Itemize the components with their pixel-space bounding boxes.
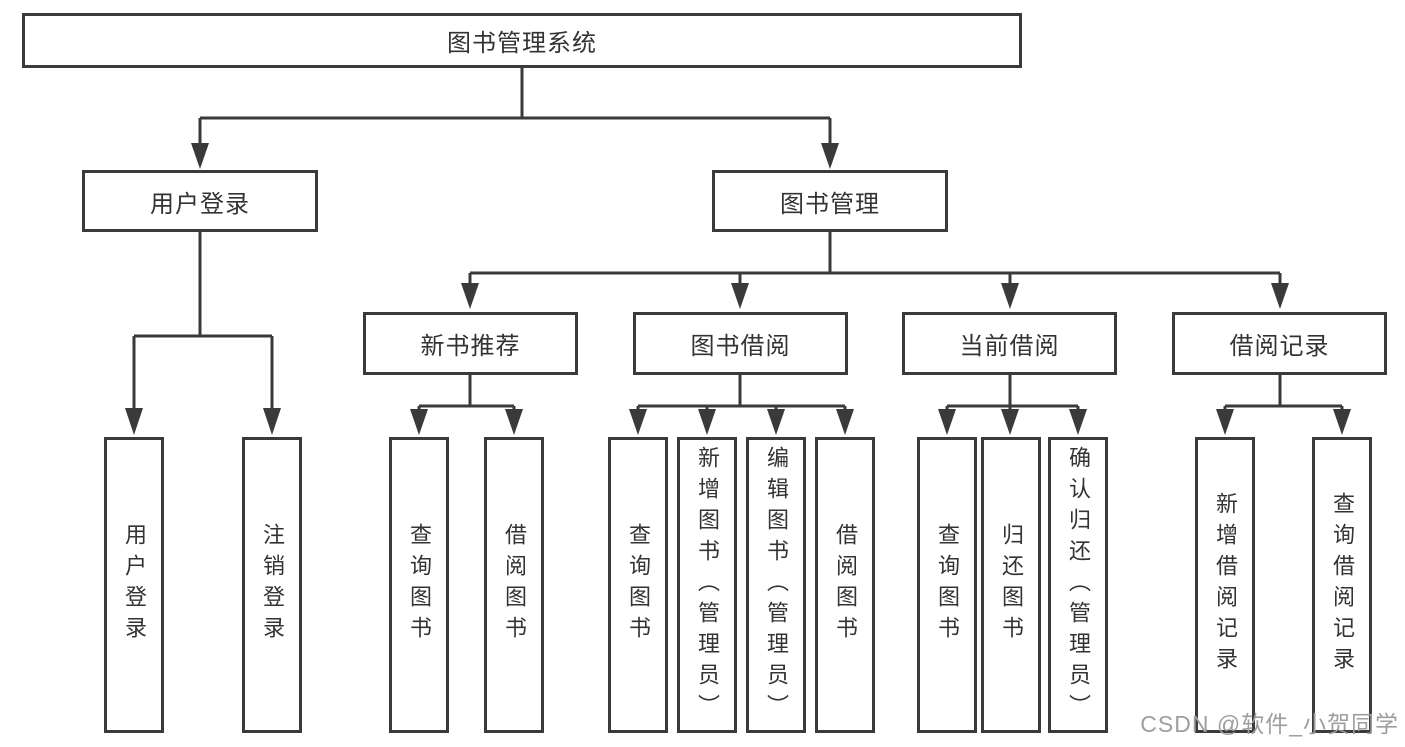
- csdn-watermark: CSDN @软件_小贺同学: [1140, 711, 1399, 737]
- node-current-borrow: 当前借阅: [902, 312, 1117, 375]
- node-root-system: 图书管理系统: [22, 13, 1022, 68]
- connector-book-management: [461, 232, 1289, 309]
- leaf-query-book-current: 查询图书: [917, 437, 977, 733]
- leaf-add-book-admin: 新增图书（管理员）: [677, 437, 737, 733]
- node-book-management: 图书管理: [712, 170, 948, 232]
- connector-current-borrow: [938, 375, 1087, 435]
- leaf-user-login: 用户登录: [104, 437, 164, 733]
- node-borrow-records: 借阅记录: [1172, 312, 1387, 375]
- leaf-confirm-return-admin: 确认归还（管理员）: [1048, 437, 1108, 733]
- connector-new-book-recommend: [410, 375, 523, 435]
- leaf-query-book-recommend: 查询图书: [389, 437, 449, 733]
- leaf-logout-login: 注销登录: [242, 437, 302, 733]
- leaf-add-borrow-record: 新增借阅记录: [1195, 437, 1255, 733]
- leaf-borrow-book-recommend: 借阅图书: [484, 437, 544, 733]
- leaf-borrow-book: 借阅图书: [815, 437, 875, 733]
- connector-borrow-records: [1216, 375, 1351, 435]
- connector-user-login: [125, 232, 281, 435]
- node-user-login: 用户登录: [82, 170, 318, 232]
- leaf-edit-book-admin: 编辑图书（管理员）: [746, 437, 806, 733]
- leaf-query-book-borrow: 查询图书: [608, 437, 668, 733]
- connector-book-borrow: [629, 375, 854, 435]
- node-new-book-recommend: 新书推荐: [363, 312, 578, 375]
- connector-root: [191, 68, 839, 169]
- leaf-return-book: 归还图书: [981, 437, 1041, 733]
- leaf-query-borrow-record: 查询借阅记录: [1312, 437, 1372, 733]
- node-book-borrow: 图书借阅: [633, 312, 848, 375]
